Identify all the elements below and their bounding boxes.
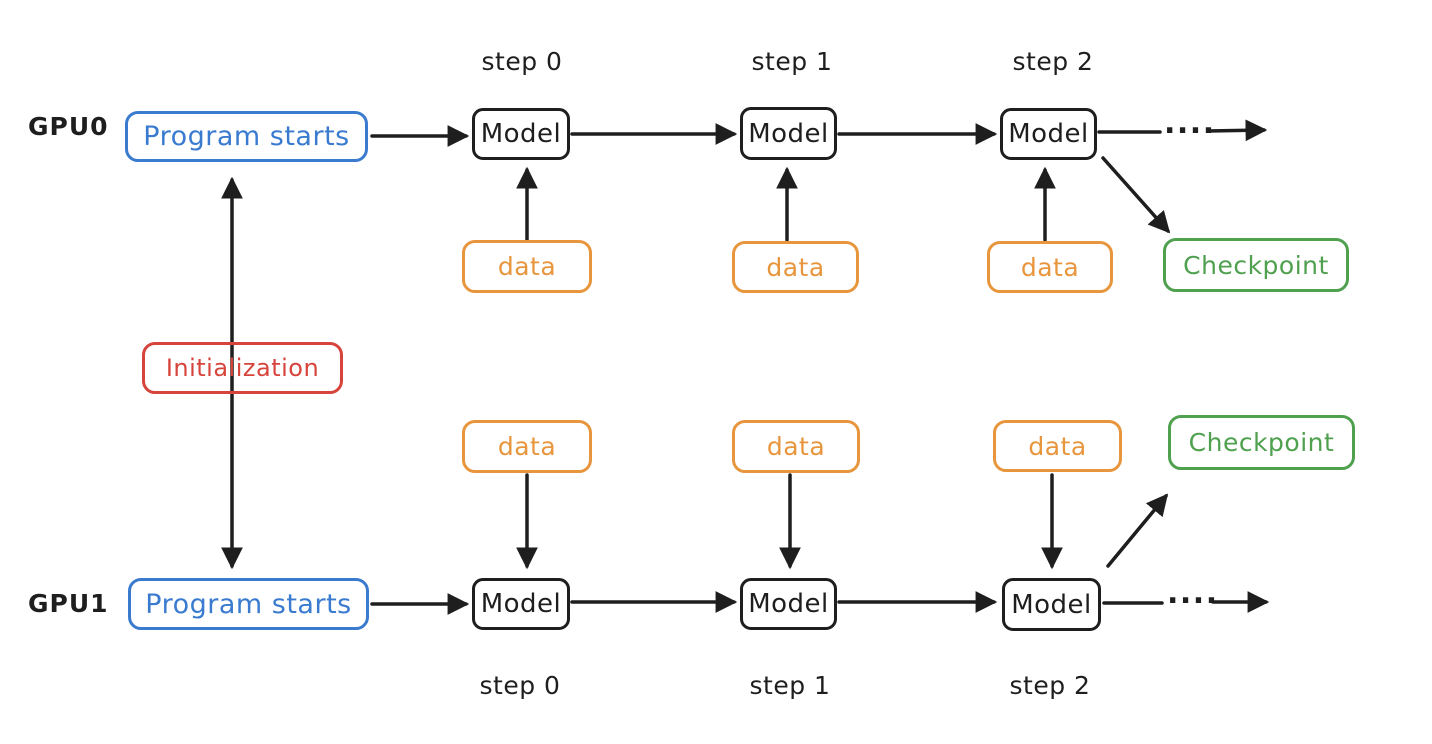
data-box-gpu1-step1: data	[732, 420, 860, 473]
checkpoint-label: Checkpoint	[1188, 428, 1335, 457]
model-label: Model	[1008, 119, 1089, 149]
model-label: Model	[1011, 589, 1092, 620]
gpu0-label: GPU0	[28, 112, 109, 141]
arrow-gpu1-model2-to-checkpoint	[1106, 493, 1169, 568]
step-label-bottom-1: step 1	[749, 671, 831, 700]
dots-gpu1: ....	[1167, 576, 1219, 611]
step-label-top-2: step 2	[1012, 47, 1094, 76]
arrow-gpu0-model2-to-checkpoint	[1101, 156, 1171, 234]
program-starts-label: Program starts	[143, 121, 350, 152]
model-label: Model	[480, 589, 562, 619]
step-label-bottom-0: step 0	[479, 671, 561, 700]
gpu1-label: GPU1	[28, 589, 109, 618]
arrow-gpu0-continue	[1206, 119, 1268, 142]
model-box-gpu0-step2: Model	[1000, 108, 1097, 160]
model-label: Model	[748, 589, 829, 619]
model-label: Model	[748, 118, 829, 149]
step-label-top-0: step 0	[481, 47, 563, 76]
model-box-gpu1-step2: Model	[1002, 578, 1101, 631]
data-label: data	[766, 252, 825, 282]
initialization-box: Initialization	[142, 342, 343, 394]
data-box-gpu0-step0: data	[462, 240, 592, 293]
data-box-gpu1-step0: data	[462, 420, 592, 473]
data-box-gpu0-step1: data	[732, 241, 859, 293]
data-label: data	[1020, 252, 1080, 282]
model-box-gpu0-step0: Model	[472, 108, 570, 160]
data-label: data	[497, 432, 557, 461]
model-box-gpu1-step0: Model	[472, 578, 570, 630]
data-label: data	[766, 432, 826, 461]
data-box-gpu1-step2: data	[993, 420, 1122, 472]
program-starts-label: Program starts	[145, 588, 352, 620]
program-starts-box-gpu0: Program starts	[125, 111, 368, 162]
checkpoint-box-gpu0: Checkpoint	[1163, 238, 1349, 292]
model-box-gpu0-step1: Model	[740, 107, 837, 160]
data-label: data	[1028, 431, 1087, 461]
step-label-bottom-2: step 2	[1009, 671, 1091, 700]
checkpoint-box-gpu1: Checkpoint	[1168, 415, 1355, 470]
data-label: data	[497, 252, 557, 281]
checkpoint-label: Checkpoint	[1183, 250, 1329, 280]
program-starts-box-gpu1: Program starts	[128, 578, 369, 630]
model-box-gpu1-step1: Model	[740, 578, 837, 630]
model-label: Model	[480, 119, 562, 149]
dots-gpu0: ....	[1164, 106, 1216, 141]
step-label-top-1: step 1	[751, 47, 833, 76]
data-box-gpu0-step2: data	[987, 241, 1113, 293]
initialization-label: Initialization	[165, 354, 320, 382]
